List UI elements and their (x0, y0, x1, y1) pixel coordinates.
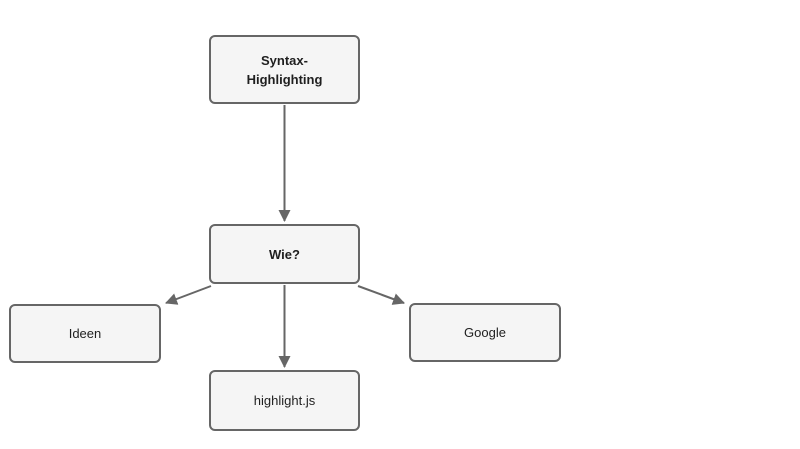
node-wie-label: Wie? (269, 246, 300, 262)
edge-wie-to-google (357, 285, 405, 305)
node-wie[interactable]: Wie? (209, 224, 360, 284)
node-syntax-highlighting-label: Syntax- Highlighting (246, 52, 323, 87)
node-google[interactable]: Google (409, 303, 561, 362)
node-ideen[interactable]: Ideen (9, 304, 161, 363)
edge-wie-to-ideen (165, 285, 212, 305)
node-highlight-js[interactable]: highlight.js (209, 370, 360, 431)
node-ideen-label: Ideen (68, 326, 102, 341)
node-syntax-highlighting[interactable]: Syntax- Highlighting (209, 35, 360, 104)
node-highlight-js-label: highlight.js (253, 393, 316, 408)
node-google-label: Google (464, 325, 506, 340)
